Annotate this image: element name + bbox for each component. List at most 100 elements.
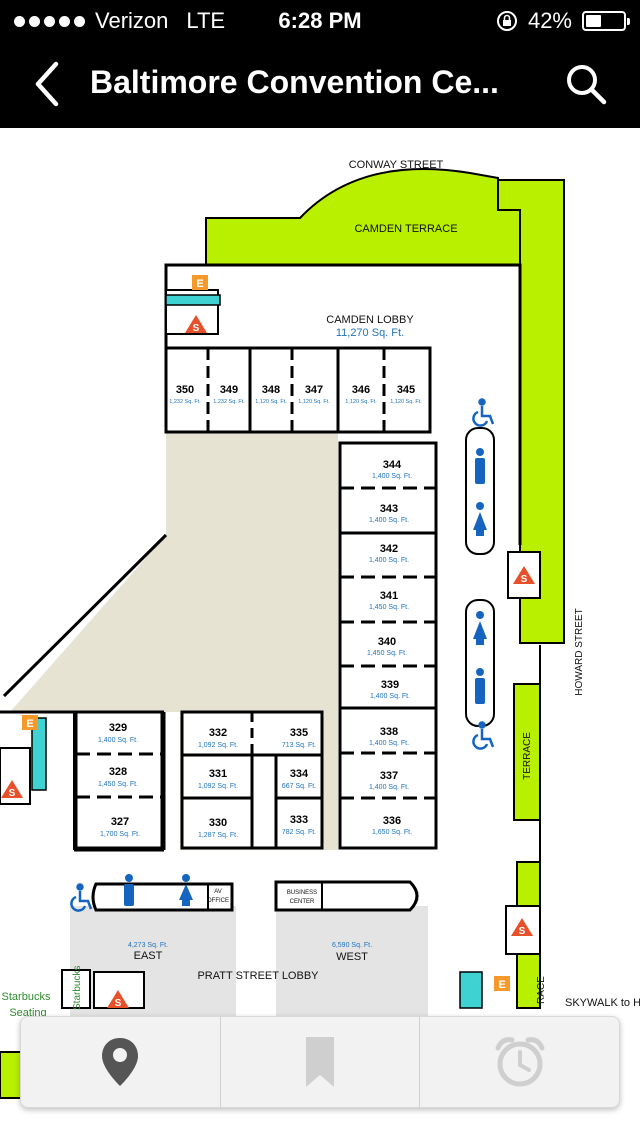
room-number: 347	[305, 384, 323, 396]
mens-restroom-icon	[475, 448, 485, 484]
room-sqft: 667 Sq. Ft.	[282, 783, 316, 790]
clock: 6:28 PM	[278, 8, 362, 33]
back-button[interactable]	[22, 56, 72, 112]
status-bar: Verizon LTE 6:28 PM 42%	[0, 0, 640, 40]
room-sqft: 713 Sq. Ft.	[282, 742, 316, 749]
rotation-lock-icon	[496, 11, 517, 31]
terrace-label: TERRACE	[522, 732, 533, 780]
room-sqft: 1,092 Sq. Ft.	[198, 742, 238, 749]
room-sqft: 1,400 Sq. Ft.	[369, 784, 409, 791]
room-number: 335	[290, 727, 308, 739]
room-number: 341	[380, 590, 398, 602]
av-office-label-2: OFFICE	[207, 898, 229, 904]
terrace-strip-left	[0, 1051, 23, 1099]
bottom-toolbar	[20, 1016, 620, 1108]
location-pin-icon	[102, 1038, 139, 1086]
camden-terrace-label: CAMDEN TERRACE	[354, 223, 457, 235]
room-number: 333	[290, 814, 308, 826]
starbucks-vertical-label: Starbucks	[72, 966, 83, 1010]
howard-street-label: HOWARD STREET	[574, 608, 585, 695]
room-sqft: 1,120 Sq. Ft.	[390, 399, 422, 405]
room-number: 327	[111, 816, 129, 828]
network-type: LTE	[186, 8, 226, 33]
camden-terrace-area	[205, 168, 521, 266]
room-number: 344	[383, 459, 402, 471]
stairs-icon: S	[107, 990, 129, 1009]
room-number: 332	[209, 727, 227, 739]
camden-lobby-label: CAMDEN LOBBY	[326, 314, 414, 326]
room-number: 340	[378, 636, 396, 648]
room-number: 345	[397, 384, 415, 396]
west-sqft: 6,590 Sq. Ft.	[332, 942, 372, 949]
skywalk-label: SKYWALK to H	[565, 997, 640, 1009]
room-sqft: 1,700 Sq. Ft.	[100, 831, 140, 838]
room-number: 328	[109, 766, 127, 778]
room-sqft: 1,287 Sq. Ft.	[198, 832, 238, 839]
elevator-icon: E	[192, 275, 208, 290]
svg-text:E: E	[196, 278, 203, 290]
floor-map-drawing: E E E S S S S S	[0, 159, 640, 1099]
floor-map[interactable]: E E E S S S S S	[0, 128, 640, 1136]
womens-restroom-icon	[473, 611, 487, 645]
room-sqft: 1,400 Sq. Ft.	[98, 737, 138, 744]
conway-street-label: CONWAY STREET	[349, 159, 444, 171]
svg-text:S: S	[519, 926, 526, 937]
camden-lobby-sqft: 11,270 Sq. Ft.	[336, 327, 404, 339]
room-sqft: 1,400 Sq. Ft.	[370, 693, 410, 700]
room-number: 330	[209, 817, 227, 829]
terrace-strip	[513, 683, 541, 821]
room-sqft: 1,650 Sq. Ft.	[372, 829, 412, 836]
room-sqft: 1,400 Sq. Ft.	[369, 557, 409, 564]
howard-terrace-strip	[497, 179, 565, 644]
alarm-button[interactable]	[420, 1017, 619, 1107]
room-sqft: 1,120 Sq. Ft.	[345, 399, 377, 405]
locate-button[interactable]	[21, 1017, 221, 1107]
business-center-label-2: CENTER	[290, 899, 315, 905]
stairs-icon: S	[513, 566, 535, 585]
elevator-icon: E	[22, 715, 38, 730]
room-sqft: 1,450 Sq. Ft.	[369, 604, 409, 611]
battery-percent: 42%	[527, 8, 572, 33]
room-sqft: 1,400 Sq. Ft.	[369, 740, 409, 747]
room-number: 343	[380, 503, 398, 515]
east-label: EAST	[134, 950, 163, 962]
room-sqft: 1,450 Sq. Ft.	[98, 781, 138, 788]
wheelchair-accessible-icon	[70, 883, 93, 912]
room-sqft: 1,092 Sq. Ft.	[198, 783, 238, 790]
room-sqft: 1,232 Sq. Ft.	[169, 399, 201, 405]
room-number: 336	[383, 815, 401, 827]
svg-text:E: E	[498, 979, 505, 991]
room-number: 338	[380, 726, 398, 738]
room-sqft: 1,450 Sq. Ft.	[367, 650, 407, 657]
svg-text:S: S	[9, 788, 16, 799]
room-sqft: 1,232 Sq. Ft.	[213, 399, 245, 405]
room-sqft: 1,120 Sq. Ft.	[298, 399, 330, 405]
room-number: 346	[352, 384, 370, 396]
bookmark-button[interactable]	[221, 1017, 421, 1107]
womens-restroom-icon	[473, 502, 487, 536]
pratt-lobby-gap	[236, 906, 276, 1016]
wheelchair-accessible-icon	[472, 721, 495, 750]
bookmark-icon	[306, 1037, 334, 1087]
svg-text:S: S	[193, 323, 200, 334]
page-title: Baltimore Convention Ce...	[90, 64, 499, 100]
alarm-clock-icon	[495, 1037, 545, 1087]
pratt-street-lobby-label: PRATT STREET LOBBY	[197, 970, 319, 982]
svg-text:E: E	[26, 718, 33, 730]
starbucks-seating-label: Starbucks	[2, 991, 51, 1003]
av-office-label: AV	[214, 889, 222, 895]
signal-strength-icon	[14, 15, 85, 27]
mens-restroom-icon	[475, 668, 485, 704]
west-label: WEST	[336, 951, 368, 963]
svg-text:S: S	[521, 574, 528, 585]
svg-text:S: S	[115, 998, 122, 1009]
carrier-name: Verizon	[95, 8, 169, 33]
room-sqft: 782 Sq. Ft.	[282, 829, 316, 836]
business-center-label: BUSINESS	[287, 890, 317, 896]
search-button[interactable]	[562, 60, 610, 108]
terrace-label-partial: RACE	[536, 976, 547, 1004]
room-number: 349	[220, 384, 238, 396]
search-icon	[567, 65, 607, 105]
stairs-icon: S	[185, 315, 207, 334]
room-number: 331	[209, 768, 227, 780]
